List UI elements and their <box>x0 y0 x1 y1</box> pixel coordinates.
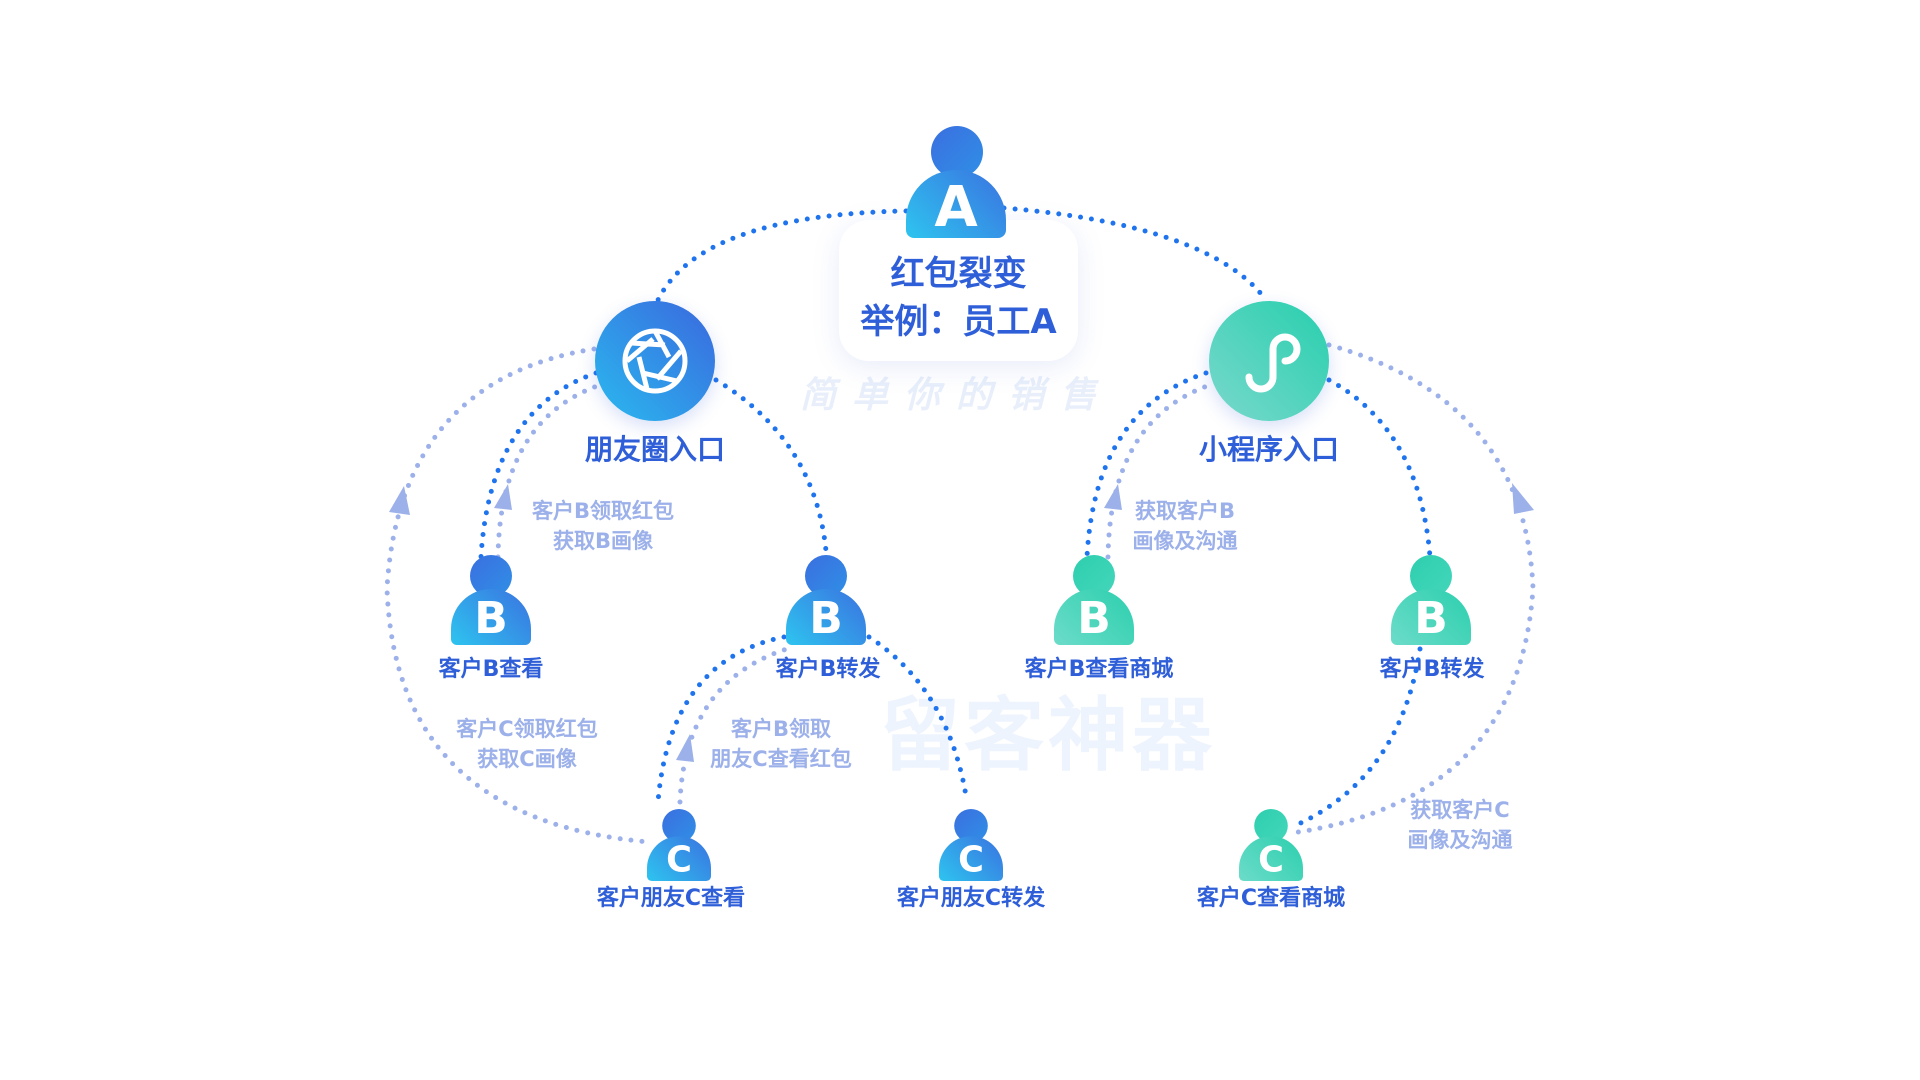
node-b3-label: 客户B查看商城 <box>1024 657 1174 682</box>
avatar-c1: C <box>647 809 711 881</box>
line-b2-c2 <box>866 634 970 805</box>
note-line: 获取C画像 <box>477 747 577 771</box>
note-line: 画像及沟通 <box>1407 828 1513 852</box>
avatar-c3: C <box>1239 809 1303 881</box>
note-line: 客户B领取红包 <box>531 499 675 523</box>
line-b4-c3 <box>1289 646 1423 830</box>
line-moments-b2 <box>713 377 829 554</box>
center-subtitle: 举例：员工A <box>860 302 1057 342</box>
avatar-b4: B <box>1391 555 1471 645</box>
node-c1-label: 客户朋友C查看 <box>596 886 746 911</box>
note-c-claim: 客户C领取红包获取C画像 <box>456 714 597 774</box>
avatar-letter: B <box>786 589 866 645</box>
miniprogram-icon[interactable] <box>1209 301 1329 421</box>
line-mini-b3 <box>1084 370 1209 560</box>
arrow-up-icon <box>1104 484 1122 510</box>
line-c1-b2-return <box>677 645 793 805</box>
avatar-letter: A <box>906 170 1006 240</box>
note-line: 获取客户C <box>1410 798 1510 822</box>
avatar-letter: C <box>1239 836 1303 881</box>
arrow-up-icon <box>676 734 694 762</box>
note-line: 朋友C查看红包 <box>710 747 852 771</box>
avatar-letter: C <box>939 836 1003 881</box>
line-mini-b4 <box>1326 377 1433 560</box>
line-b1-moments-return <box>495 382 603 560</box>
line-b3-mini-return <box>1105 382 1213 560</box>
arrow-up-icon <box>494 484 512 510</box>
avatar-letter: C <box>647 836 711 881</box>
avatar-letter: B <box>1391 589 1471 645</box>
line-a-moments <box>655 208 909 303</box>
note-b-profile: 获取客户B 画像及沟通 <box>1133 496 1238 556</box>
watermark-brand: 留客神器 <box>880 689 1216 782</box>
avatar-letter: B <box>1054 589 1134 645</box>
note-line: 画像及沟通 <box>1132 529 1238 553</box>
arrow-up-icon <box>389 486 410 515</box>
avatar-b3: B <box>1054 555 1134 645</box>
entry-moments-label: 朋友圈入口 <box>584 433 726 466</box>
avatar-c2: C <box>939 809 1003 881</box>
watermark-slogan: 简单你的销售 <box>800 375 1113 416</box>
avatar-letter: B <box>451 589 531 645</box>
avatar-a: A <box>906 126 1006 240</box>
center-card: 红包裂变 举例：员工A <box>839 220 1078 361</box>
line-outer-right <box>1289 342 1536 836</box>
moments-icon[interactable] <box>595 301 715 421</box>
arrow-down-icon <box>1512 483 1534 514</box>
note-line: 客户B领取 <box>730 717 832 741</box>
camera-shutter-icon <box>622 328 688 394</box>
note-line: 获取B画像 <box>552 529 654 553</box>
mini-program-link-icon <box>1245 333 1301 393</box>
entry-miniprogram-label: 小程序入口 <box>1198 433 1340 466</box>
note-line: 客户C领取红包 <box>456 717 598 741</box>
avatar-b1: B <box>451 555 531 645</box>
node-b2-label: 客户B转发 <box>775 657 881 682</box>
note-line: 获取客户B <box>1134 499 1235 523</box>
node-c3-label: 客户C查看商城 <box>1196 886 1346 911</box>
note-c-profile: 获取客户C 画像及沟通 <box>1408 795 1513 855</box>
note-b-claim: 客户B领取红包获取B画像 <box>532 496 674 556</box>
node-b4-label: 客户B转发 <box>1379 657 1485 682</box>
node-c2-label: 客户朋友C转发 <box>896 886 1046 911</box>
note-friend-c: 客户B领取朋友C查看红包 <box>710 714 851 774</box>
line-moments-b1 <box>478 370 599 560</box>
avatar-head <box>931 126 983 178</box>
center-title: 红包裂变 <box>890 254 1027 294</box>
node-b1-label: 客户B查看 <box>438 657 544 682</box>
avatar-b2: B <box>786 555 866 645</box>
